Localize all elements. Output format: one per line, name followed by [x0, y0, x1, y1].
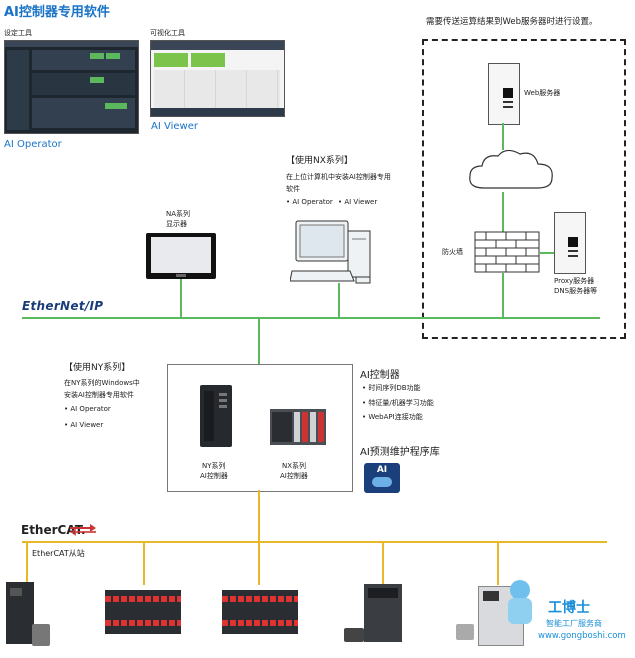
server-zone-box: [422, 39, 626, 339]
ethercat-bus: [22, 541, 607, 543]
servo-drive-icon: [6, 582, 34, 644]
proxy-label-line2: DNS服务器等: [554, 287, 598, 295]
cloud-icon: [469, 149, 553, 189]
watermark-sub: 智能工厂服务商: [546, 619, 602, 628]
ethercat-slave-label: EtherCAT从站: [32, 549, 85, 558]
ny-controller-label-line1: NY系列: [202, 462, 226, 470]
ai-viewer-label: AI Viewer: [151, 121, 198, 132]
web-server-label: Web服务器: [524, 89, 561, 97]
ai-library-badge: AI: [364, 463, 400, 493]
firewall-label: 防火墙: [442, 248, 463, 256]
server-note: 需要传送运算结果到Web服务器时进行设置。: [426, 17, 598, 27]
ai-controller-heading: AI控制器: [360, 370, 400, 381]
setting-tool-label: 设定工具: [4, 29, 32, 37]
ai-operator-label: AI Operator: [4, 139, 62, 150]
ai-viewer-screenshot: [150, 40, 285, 117]
nx-case-item: • AI Viewer: [338, 198, 378, 206]
ethercat-label: EtherCAT.: [21, 523, 86, 537]
firewall-icon: [474, 231, 540, 273]
ai-library-heading: AI预测维护程序库: [360, 447, 440, 458]
camera-icon: [344, 628, 364, 642]
ny-controller-icon: [200, 385, 232, 447]
web-server-icon: [488, 63, 520, 125]
vision-controller-icon: [364, 584, 402, 642]
host-computer-icon: [290, 220, 371, 284]
na-label-line1: NA系列: [166, 210, 191, 218]
ethercat-arrows-icon: [70, 524, 96, 536]
nx-case-heading: 【使用NX系列】: [286, 156, 353, 166]
na-display-icon: [146, 233, 216, 279]
io-unit-icon: [105, 590, 181, 634]
nx-controller-icon: [270, 409, 326, 445]
watermark-url: www.gongboshi.com: [538, 631, 626, 641]
servo-motor-icon: [32, 624, 50, 646]
ai-feature-item: • 时间序列DB功能: [362, 384, 421, 392]
page-title: AI控制器专用软件: [4, 5, 110, 20]
proxy-server-icon: [554, 212, 586, 274]
ai-badge-text: AI: [376, 465, 388, 475]
ai-feature-item: • 特征量/机器学习功能: [362, 399, 434, 407]
na-label-line2: 显示器: [166, 220, 187, 228]
ai-controller-box: NY系列 AI控制器 NX系列 AI控制器: [167, 364, 353, 492]
ny-controller-label-line2: AI控制器: [200, 472, 228, 480]
ny-case-desc-line1: 在NY系列的Windows中: [64, 379, 140, 387]
io-unit-icon: [222, 590, 298, 634]
watermark-brand: 工博士: [548, 600, 590, 616]
nx-case-desc-line1: 在上位计算机中安装AI控制器专用: [286, 173, 391, 181]
ny-case-heading: 【使用NY系列】: [64, 363, 131, 373]
nx-case-item: • AI Operator: [286, 198, 333, 206]
ai-operator-screenshot: [4, 40, 139, 134]
ethernet-ip-bus: [22, 317, 600, 319]
servo-motor-icon: [456, 624, 474, 640]
brain-icon: [372, 477, 392, 487]
ny-case-item: • AI Operator: [64, 405, 111, 413]
nx-controller-label-line2: AI控制器: [280, 472, 308, 480]
nx-case-desc-line2: 软件: [286, 185, 300, 193]
ai-feature-item: • WebAPI连接功能: [362, 413, 423, 421]
mascot-icon: [506, 580, 536, 628]
ny-case-item: • AI Viewer: [64, 421, 104, 429]
proxy-label-line1: Proxy服务器: [554, 277, 595, 285]
visual-tool-label: 可视化工具: [150, 29, 185, 37]
ny-case-desc-line2: 安装AI控制器专用软件: [64, 391, 134, 399]
nx-controller-label-line1: NX系列: [282, 462, 307, 470]
ethernet-ip-label: EtherNet/IP: [22, 299, 104, 313]
